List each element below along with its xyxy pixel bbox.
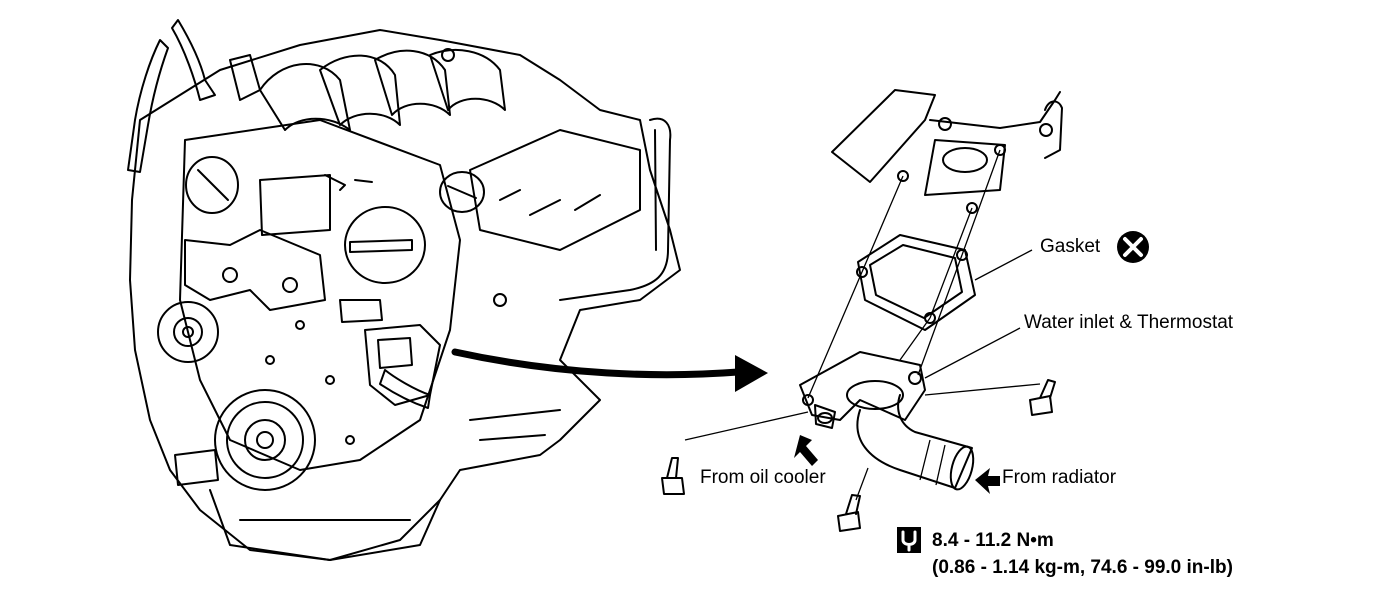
flow-arrow-oil-cooler — [794, 435, 818, 466]
engine-illustration — [127, 19, 681, 561]
replace-circle-x-icon — [1117, 231, 1149, 263]
radiator-label: From radiator — [1002, 467, 1117, 488]
oil-cooler-label: From oil cooler — [700, 467, 826, 488]
detail-arrow — [451, 348, 768, 392]
torque-wrench-icon — [897, 527, 921, 553]
leader-lines — [924, 249, 1033, 379]
water-inlet-housing — [799, 351, 926, 421]
gasket-label: Gasket — [1040, 236, 1101, 257]
water-inlet-label: Water inlet & Thermostat — [1024, 312, 1234, 333]
torque-imperial: (0.86 - 1.14 kg-m, 74.6 - 99.0 in-lb) — [932, 557, 1233, 578]
torque-metric: 8.4 - 11.2 N•m — [932, 530, 1054, 551]
exploded-assembly — [661, 89, 1063, 532]
gasket-part — [857, 234, 976, 331]
flow-arrow-radiator — [975, 468, 1000, 494]
